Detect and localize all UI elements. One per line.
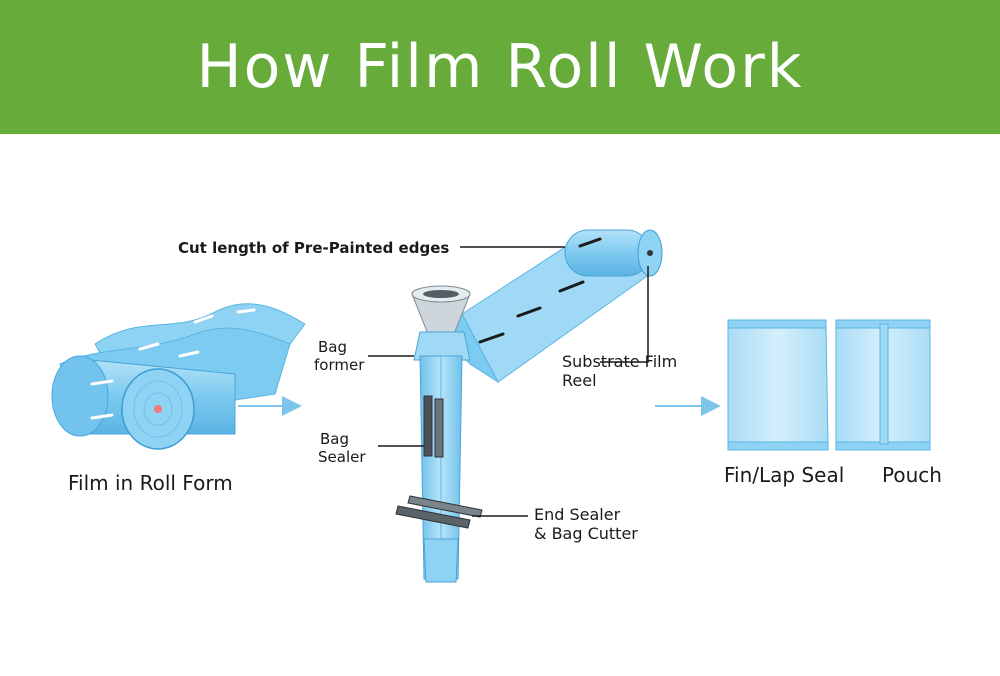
seal-pouch: [835, 319, 931, 451]
bag-sealer-jaw-left: [423, 395, 433, 457]
roll-core: [154, 405, 162, 413]
label-bag-former-2: former: [314, 356, 365, 374]
end-sealer-bar-front: [395, 505, 471, 529]
label-end-sealer-1: End Sealer: [534, 505, 621, 524]
label-bag-former-1: Bag: [318, 338, 347, 356]
fin-lap-pouch: [727, 319, 829, 451]
roll-back-edge: [51, 355, 109, 437]
label-fin-lap-seal: Fin/Lap Seal: [724, 463, 844, 487]
label-bag-sealer-1: Bag: [320, 430, 349, 448]
label-substrate-1: Substrate Film: [562, 352, 677, 371]
pouch-illustrations: [727, 319, 931, 451]
label-film-roll: Film in Roll Form: [68, 471, 233, 495]
film-roll-diagram: Film in Roll Form: [51, 229, 942, 583]
label-bag-sealer-2: Sealer: [318, 448, 366, 466]
bag-sealer-jaw-right: [434, 398, 444, 458]
film-reel: [564, 229, 651, 277]
film-roll-illustration: [51, 303, 306, 450]
pre-painted-marks: [478, 237, 602, 344]
formed-bag: [423, 538, 459, 583]
title-banner: How Film Roll Work: [0, 0, 1000, 134]
label-cut-length: Cut length of Pre-Painted edges: [178, 239, 449, 257]
label-substrate-2: Reel: [562, 371, 597, 390]
label-end-sealer-2: & Bag Cutter: [534, 524, 638, 543]
machine-illustration: [395, 229, 663, 583]
end-sealer-bar-back: [407, 495, 483, 518]
leader-lines: [368, 246, 649, 517]
label-pouch: Pouch: [882, 463, 942, 487]
page-title: How Film Roll Work: [196, 32, 804, 102]
